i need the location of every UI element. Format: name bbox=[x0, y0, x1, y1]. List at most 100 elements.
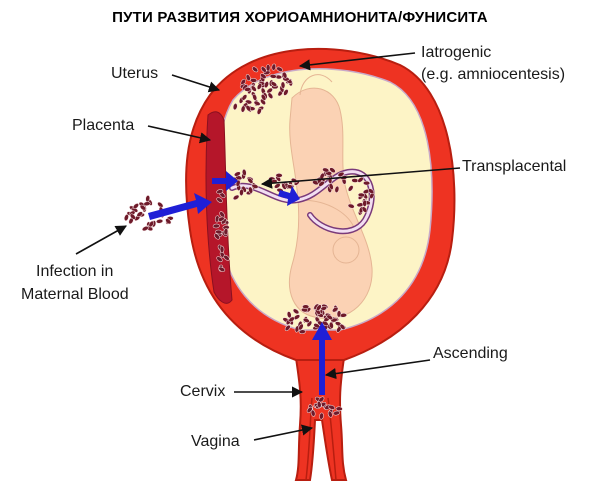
bacterium bbox=[328, 183, 334, 190]
bacterium bbox=[232, 103, 238, 111]
infection-label-line2: Maternal Blood bbox=[21, 286, 129, 303]
transplacental-arrow-2 bbox=[278, 186, 300, 206]
bacterium bbox=[292, 308, 300, 315]
bacterium bbox=[363, 180, 371, 186]
bacterium bbox=[276, 66, 283, 72]
bacterium bbox=[252, 93, 258, 101]
bacterium bbox=[334, 185, 340, 193]
bacterium bbox=[235, 175, 243, 181]
bacterium bbox=[288, 316, 295, 323]
bacterium bbox=[270, 81, 278, 87]
bacterium bbox=[316, 304, 322, 311]
bacterium bbox=[298, 329, 306, 334]
bacterium bbox=[239, 188, 244, 196]
bacterium bbox=[165, 218, 172, 225]
bacterium bbox=[275, 173, 283, 178]
bacterium bbox=[347, 203, 355, 209]
bacterium bbox=[282, 71, 288, 79]
bacterium bbox=[302, 304, 310, 309]
bacterium bbox=[302, 317, 310, 323]
bacterium bbox=[274, 183, 281, 189]
bacterium bbox=[347, 185, 354, 192]
bacterium bbox=[143, 201, 151, 206]
bacterium bbox=[333, 410, 340, 416]
maternal-blood-arrow bbox=[148, 193, 212, 220]
cervix-label: Cervix bbox=[180, 383, 226, 400]
bacterium bbox=[327, 410, 333, 418]
bacterium bbox=[267, 92, 274, 99]
bacterium bbox=[280, 81, 286, 89]
bacterium bbox=[216, 256, 223, 263]
bacterium bbox=[316, 400, 322, 409]
bacterium bbox=[248, 186, 253, 194]
placenta-leader bbox=[147, 125, 212, 144]
bacterium bbox=[260, 73, 267, 79]
bacterium bbox=[326, 314, 333, 321]
bacterium bbox=[252, 66, 259, 73]
bacterium bbox=[328, 404, 336, 410]
uterus-leader bbox=[171, 74, 221, 93]
bacterium bbox=[351, 178, 359, 183]
bacterium bbox=[298, 323, 304, 331]
bacterium bbox=[283, 89, 289, 96]
transplacental-label: Transplacental bbox=[462, 158, 567, 175]
bacterium bbox=[337, 171, 345, 177]
bacterium bbox=[322, 167, 330, 173]
bacterium bbox=[260, 94, 267, 101]
bacterium bbox=[256, 83, 263, 90]
bacterium bbox=[271, 63, 277, 71]
transplacental-arrow-1 bbox=[212, 171, 238, 191]
bacterium bbox=[214, 233, 220, 240]
bacterium bbox=[216, 197, 223, 203]
bacterium bbox=[318, 180, 325, 187]
vagina-leader bbox=[253, 424, 314, 441]
infection-label-line1: Infection in bbox=[36, 263, 114, 280]
leader-lines bbox=[75, 52, 461, 441]
bacterium bbox=[234, 171, 241, 177]
route-arrows bbox=[148, 171, 332, 395]
bacterium bbox=[132, 203, 139, 210]
bacterium bbox=[250, 85, 257, 92]
bacterium bbox=[319, 412, 324, 420]
bacterium bbox=[223, 228, 229, 236]
fetus bbox=[288, 74, 373, 319]
bacterium bbox=[245, 74, 251, 82]
bacterium bbox=[124, 214, 129, 222]
bacterium bbox=[339, 323, 346, 330]
bacterium bbox=[269, 74, 277, 79]
bacterium bbox=[244, 87, 252, 92]
bacterium bbox=[265, 64, 271, 72]
bacterium bbox=[361, 206, 368, 213]
bacterium bbox=[357, 192, 365, 198]
bacterium bbox=[253, 100, 261, 106]
bacterium bbox=[368, 188, 375, 195]
iatrogenic-label: Iatrogenic bbox=[421, 44, 492, 61]
bacterium bbox=[223, 254, 230, 261]
bacteria-clusters bbox=[124, 63, 375, 420]
iatrogenic-leader bbox=[298, 52, 416, 71]
bacterium bbox=[306, 406, 313, 413]
uterus-label: Uterus bbox=[111, 65, 159, 82]
bacterium bbox=[232, 194, 240, 201]
bacterium bbox=[335, 406, 343, 412]
ascending-label: Ascending bbox=[433, 345, 508, 362]
bacterium bbox=[245, 104, 251, 112]
bacterium bbox=[251, 183, 259, 189]
bacterium bbox=[156, 219, 164, 224]
infection-leader bbox=[75, 225, 127, 255]
bacterium bbox=[256, 107, 262, 115]
bacterium bbox=[217, 216, 225, 222]
bacterium bbox=[212, 223, 220, 229]
bacterium bbox=[250, 78, 258, 83]
placenta-label: Placenta bbox=[72, 117, 135, 134]
transplacental-leader bbox=[260, 167, 461, 189]
bacterium bbox=[329, 321, 334, 329]
bacterium bbox=[218, 266, 226, 272]
ascending-leader bbox=[324, 359, 431, 380]
bacterium bbox=[129, 213, 136, 220]
bacterium bbox=[242, 168, 247, 177]
bacterium bbox=[332, 306, 339, 313]
bacterium bbox=[216, 189, 224, 194]
